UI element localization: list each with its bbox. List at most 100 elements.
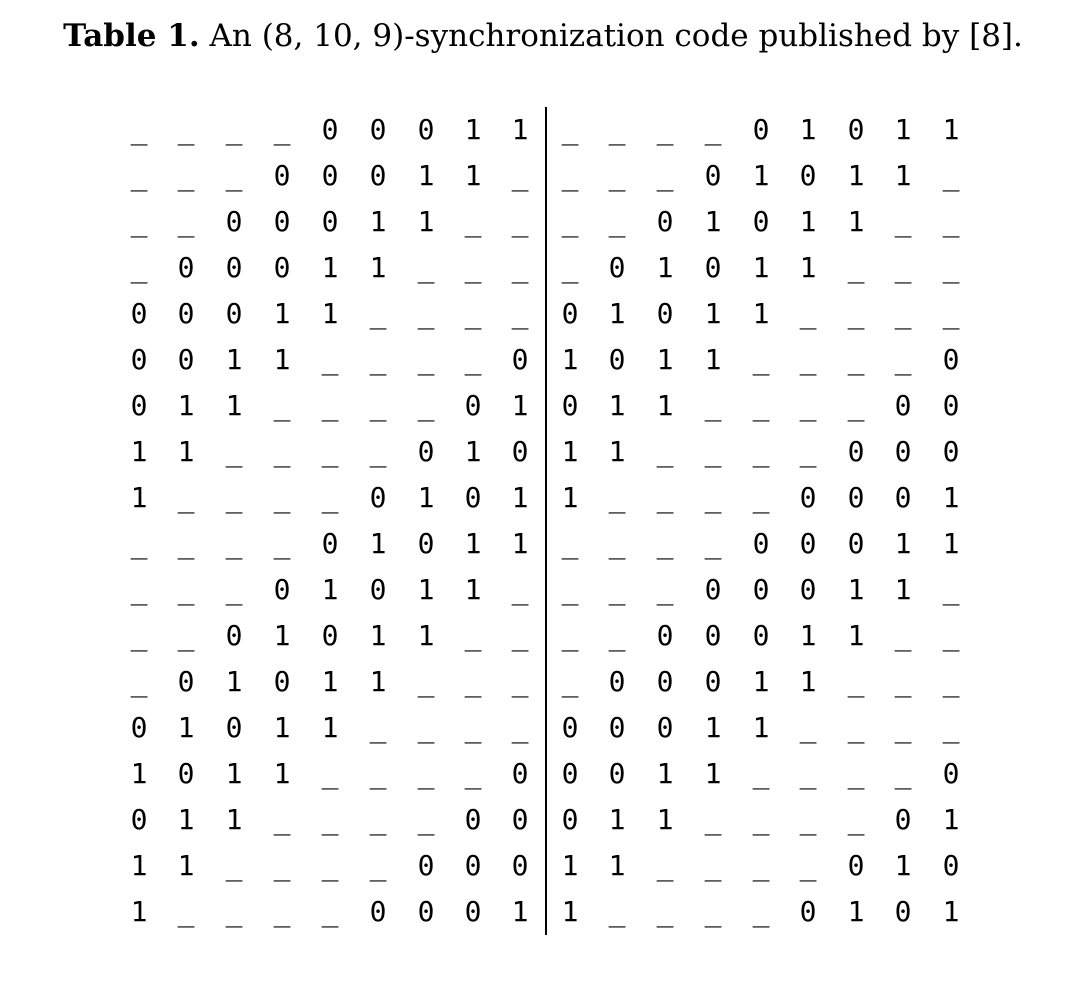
right-table-cell: _ [561,159,579,192]
left-table-cell: 1 [321,251,339,284]
left-table-cell: 1 [130,435,148,468]
right-table-cell: 0 [847,113,865,146]
left-table-cell: 1 [273,619,291,652]
right-table-cell: 1 [847,205,865,238]
right-table-cell: 1 [847,159,865,192]
right-table-cell: 1 [561,481,579,514]
right-table-cell: 0 [561,297,579,330]
left-table-cell: _ [464,251,482,284]
right-table-cell: _ [799,711,817,744]
left-table-cell: 1 [130,849,148,882]
left-table-cell: 1 [177,803,195,836]
left-table-cell: 1 [321,711,339,744]
right-table-cell: _ [752,435,770,468]
left-table-cell: _ [511,573,529,606]
left-table-cell: _ [177,619,195,652]
right-table-cell: 1 [561,435,579,468]
right-table-cell: _ [704,849,722,882]
right-table-cell: _ [894,343,912,376]
right-table-cell: 1 [894,573,912,606]
left-table-cell: 1 [321,573,339,606]
left-table-cell: _ [464,343,482,376]
right-table-cell: _ [799,435,817,468]
left-table-cell: _ [369,711,387,744]
left-table-cell: _ [511,159,529,192]
left-table-cell: _ [321,895,339,928]
left-table-cell: 0 [417,113,435,146]
left-table-cell: 0 [321,159,339,192]
right-table-cell: 1 [561,895,579,928]
left-table-cell: 1 [177,849,195,882]
right-table-cell: 1 [608,297,626,330]
left-table-cell: _ [417,711,435,744]
left-table-cell: 1 [225,803,243,836]
left-table-cell: _ [273,389,291,422]
right-table-cell: 1 [561,849,579,882]
left-table-cell: 0 [130,343,148,376]
right-table-cell: _ [704,895,722,928]
right-table-cell: 1 [608,849,626,882]
right-table-cell: _ [704,481,722,514]
left-table-cell: _ [464,711,482,744]
left-table-cell: 0 [273,665,291,698]
right-table-cell: _ [894,205,912,238]
right-table-cell: _ [942,619,960,652]
right-table-cell: 1 [656,389,674,422]
left-table-cell: 0 [464,389,482,422]
left-table-cell: _ [273,113,291,146]
right-table-cell: _ [847,711,865,744]
right-table-cell: _ [847,297,865,330]
right-table-cell: _ [656,113,674,146]
left-table-cell: 0 [130,711,148,744]
right-table-cell: 0 [752,527,770,560]
left-table-cell: _ [321,389,339,422]
left-table-cell: 0 [511,435,529,468]
right-table-cell: 0 [799,481,817,514]
left-table-cell: 0 [511,343,529,376]
right-table-cell: 0 [704,573,722,606]
left-table-cell: 0 [321,527,339,560]
left-table-cell: 1 [130,757,148,790]
right-table-cell: _ [752,849,770,882]
right-table-cell: 0 [894,435,912,468]
right-table-cell: 1 [704,205,722,238]
left-table-cell: 0 [225,251,243,284]
right-table-cell: 0 [608,757,626,790]
left-table-cell: 1 [369,665,387,698]
left-table-cell: 0 [369,113,387,146]
right-table-cell: 1 [752,251,770,284]
left-table-cell: _ [177,527,195,560]
right-table-cell: 1 [799,251,817,284]
left-table-cell: 1 [321,297,339,330]
right-table-cell: _ [561,619,579,652]
left-table-cell: 0 [177,297,195,330]
right-table-cell: _ [942,711,960,744]
left-table-cell: 0 [511,849,529,882]
right-table-cell: 0 [752,573,770,606]
right-table-cell: 0 [561,803,579,836]
right-table-cell: 1 [799,619,817,652]
right-table-cell: 1 [608,389,626,422]
left-table-cell: 0 [177,757,195,790]
right-table-cell: 0 [656,297,674,330]
left-table-cell: _ [511,711,529,744]
right-table-cell: 1 [942,803,960,836]
left-table-cell: _ [130,665,148,698]
left-table-cell: _ [369,343,387,376]
left-table-cell: _ [130,527,148,560]
left-table-cell: 1 [177,389,195,422]
right-table-cell: 1 [704,711,722,744]
left-table-cell: _ [417,803,435,836]
left-table-cell: 0 [417,895,435,928]
left-table-cell: _ [130,159,148,192]
left-table-cell: 0 [369,573,387,606]
left-table-cell: 1 [464,573,482,606]
left-table-cell: 1 [225,343,243,376]
right-table-cell: 0 [608,665,626,698]
right-table-cell: _ [942,297,960,330]
right-table-cell: _ [608,481,626,514]
right-table-cell: 0 [942,343,960,376]
left-table-cell: 1 [464,159,482,192]
right-table-cell: 1 [847,619,865,652]
